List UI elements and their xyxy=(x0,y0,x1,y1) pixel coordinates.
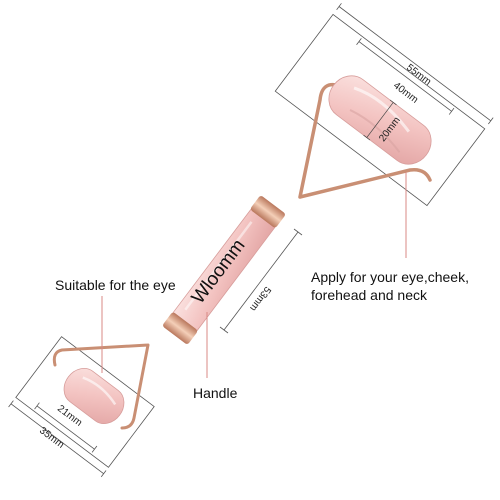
small-jade-roller xyxy=(63,367,125,425)
small-roller-frame xyxy=(52,343,150,430)
apply-callout-line-2: forehead and neck xyxy=(311,287,427,303)
apply-callout: Apply for your eye,cheek, forehead and n… xyxy=(311,268,469,304)
handle-callout: Handle xyxy=(193,385,238,401)
large-roller-dimension-box xyxy=(274,3,494,207)
small-roller-length-label: 35mm xyxy=(37,425,66,451)
roller-handle xyxy=(163,196,285,344)
large-jade-roller xyxy=(328,75,432,165)
handle-dimension-line xyxy=(219,228,303,334)
apply-callout-line-1: Apply for your eye,cheek, xyxy=(311,269,469,285)
handle-length-label: 53mm xyxy=(247,284,273,313)
small-roller-dimension-box xyxy=(8,336,155,478)
eye-callout: Suitable for the eye xyxy=(55,277,176,293)
